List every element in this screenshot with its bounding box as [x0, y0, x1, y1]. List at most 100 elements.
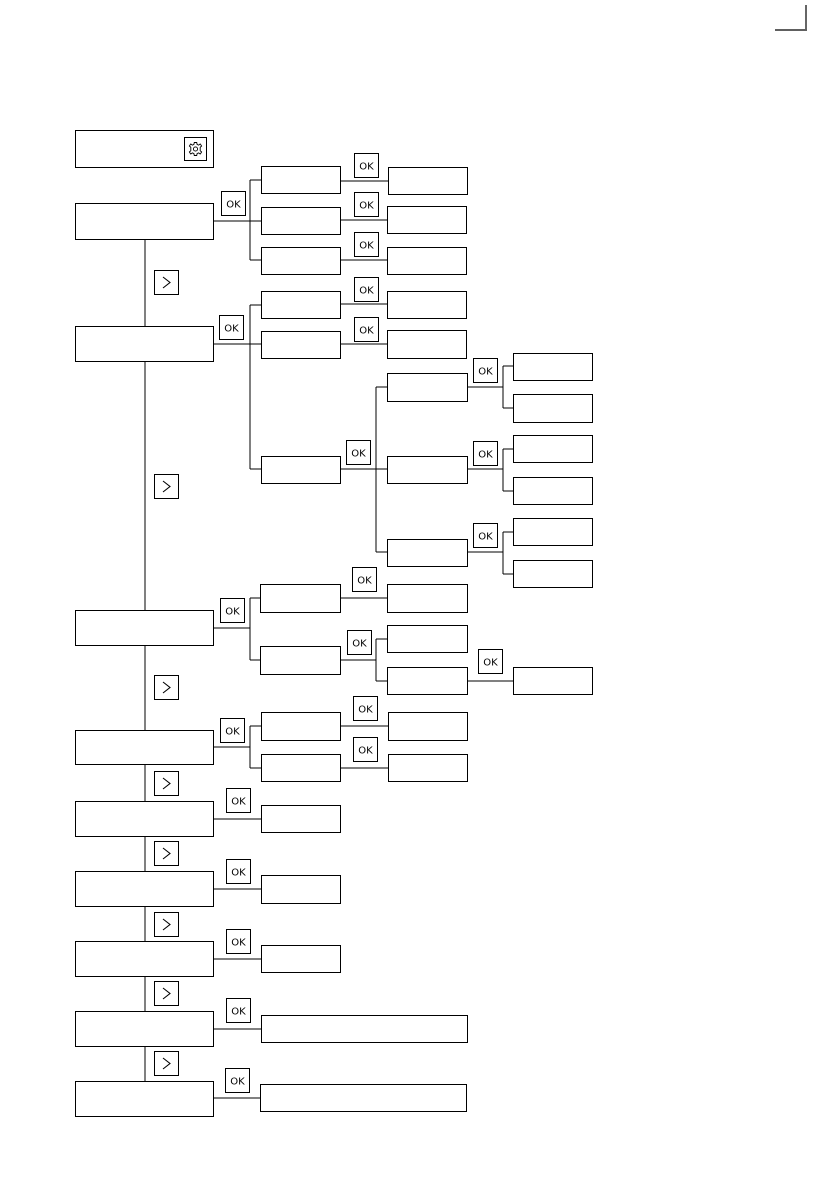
- ok-button[interactable]: OK: [473, 358, 498, 383]
- ok-button[interactable]: OK: [225, 1068, 250, 1093]
- main-menu-item[interactable]: [75, 941, 214, 977]
- value-option[interactable]: [388, 712, 468, 741]
- main-menu-item[interactable]: [75, 326, 214, 362]
- svg-text:OK: OK: [231, 797, 246, 808]
- main-menu-items: [75, 203, 214, 1117]
- ok-button[interactable]: OK: [352, 567, 377, 592]
- ok-button[interactable]: OK: [346, 440, 371, 465]
- ok-button[interactable]: OK: [473, 523, 498, 548]
- next-button[interactable]: [154, 675, 179, 700]
- ok-button[interactable]: OK: [221, 191, 246, 216]
- ok-button[interactable]: OK: [219, 315, 244, 340]
- ok-button[interactable]: OK: [354, 153, 379, 178]
- value-option[interactable]: [387, 330, 467, 359]
- submenu-option[interactable]: [260, 584, 341, 613]
- settings-header: [75, 130, 214, 168]
- value-option[interactable]: [388, 167, 468, 195]
- main-menu-item[interactable]: [75, 871, 214, 907]
- svg-text:OK: OK: [226, 200, 241, 211]
- svg-text:OK: OK: [359, 201, 374, 212]
- value-option[interactable]: [261, 945, 341, 973]
- submenu-option[interactable]: [387, 456, 468, 484]
- svg-text:OK: OK: [224, 324, 239, 335]
- submenu-option[interactable]: [261, 207, 341, 235]
- ok-button[interactable]: OK: [220, 598, 245, 623]
- next-button[interactable]: [154, 474, 179, 499]
- submenu-option[interactable]: [387, 373, 468, 402]
- svg-text:OK: OK: [478, 450, 493, 461]
- submenu-option[interactable]: [261, 712, 341, 741]
- ok-button[interactable]: OK: [473, 441, 498, 466]
- svg-text:OK: OK: [359, 326, 374, 337]
- ok-button[interactable]: OK: [478, 649, 503, 674]
- svg-text:OK: OK: [358, 746, 373, 757]
- ok-button[interactable]: OK: [353, 696, 378, 721]
- value-option[interactable]: [513, 394, 593, 423]
- ok-button[interactable]: OK: [226, 929, 251, 954]
- main-menu-item[interactable]: [75, 610, 214, 646]
- next-button[interactable]: [154, 841, 179, 866]
- main-menu-item[interactable]: [75, 1011, 214, 1047]
- svg-text:OK: OK: [357, 576, 372, 587]
- ok-button[interactable]: OK: [220, 718, 245, 743]
- ok-button[interactable]: OK: [226, 998, 251, 1023]
- main-menu-item[interactable]: [75, 203, 214, 240]
- ok-button[interactable]: OK: [353, 737, 378, 762]
- submenu-option[interactable]: [387, 539, 468, 567]
- value-option[interactable]: [387, 247, 467, 275]
- main-menu-item[interactable]: [75, 801, 214, 837]
- next-button[interactable]: [154, 912, 179, 937]
- next-button[interactable]: [154, 771, 179, 796]
- submenu-option[interactable]: [261, 247, 341, 275]
- svg-text:OK: OK: [231, 938, 246, 949]
- submenu-option[interactable]: [261, 166, 341, 194]
- value-option[interactable]: [513, 435, 593, 463]
- ok-button[interactable]: OK: [354, 232, 379, 257]
- submenu-option[interactable]: [261, 291, 341, 319]
- settings-button[interactable]: [184, 137, 207, 161]
- chevron-right-icon: [162, 987, 171, 1000]
- submenu-option[interactable]: [261, 456, 341, 484]
- ok-button[interactable]: OK: [354, 317, 379, 342]
- submenu-option[interactable]: [261, 331, 341, 359]
- ok-buttons: OK OK OK OK OK OK OK OK OK OK OK OK OK O…: [219, 153, 503, 1093]
- svg-text:OK: OK: [351, 449, 366, 460]
- svg-text:OK: OK: [352, 639, 367, 650]
- value-option[interactable]: [513, 560, 593, 588]
- next-button[interactable]: [154, 1051, 179, 1076]
- submenu-option[interactable]: [387, 625, 468, 653]
- value-option[interactable]: [387, 584, 468, 613]
- value-option[interactable]: [513, 518, 593, 546]
- value-option-wide[interactable]: [260, 1084, 467, 1112]
- submenu-option[interactable]: [260, 646, 341, 675]
- next-button[interactable]: [154, 270, 179, 295]
- value-option[interactable]: [513, 667, 593, 695]
- chevron-right-icon: [162, 847, 171, 860]
- value-option[interactable]: [388, 754, 468, 782]
- ok-button[interactable]: OK: [354, 192, 379, 217]
- ok-button[interactable]: OK: [354, 277, 379, 302]
- main-menu-item[interactable]: [75, 1081, 214, 1117]
- value-option[interactable]: [513, 477, 593, 505]
- value-option[interactable]: [513, 353, 593, 381]
- svg-text:OK: OK: [231, 1007, 246, 1018]
- submenu-options: [260, 166, 593, 1112]
- ok-button[interactable]: OK: [226, 788, 251, 813]
- svg-text:OK: OK: [230, 1077, 245, 1088]
- value-option[interactable]: [261, 805, 341, 833]
- next-button[interactable]: [154, 981, 179, 1006]
- svg-text:OK: OK: [225, 727, 240, 738]
- chevron-right-icon: [162, 918, 171, 931]
- value-option[interactable]: [387, 206, 467, 234]
- value-option-wide[interactable]: [261, 1015, 468, 1043]
- submenu-option[interactable]: [261, 754, 341, 782]
- chevron-right-icon: [162, 681, 171, 694]
- svg-text:OK: OK: [483, 658, 498, 669]
- ok-button[interactable]: OK: [226, 859, 251, 884]
- value-option[interactable]: [387, 291, 467, 319]
- ok-button[interactable]: OK: [347, 630, 372, 655]
- value-option[interactable]: [261, 875, 341, 904]
- main-menu-item[interactable]: [75, 730, 214, 765]
- submenu-option[interactable]: [387, 667, 468, 695]
